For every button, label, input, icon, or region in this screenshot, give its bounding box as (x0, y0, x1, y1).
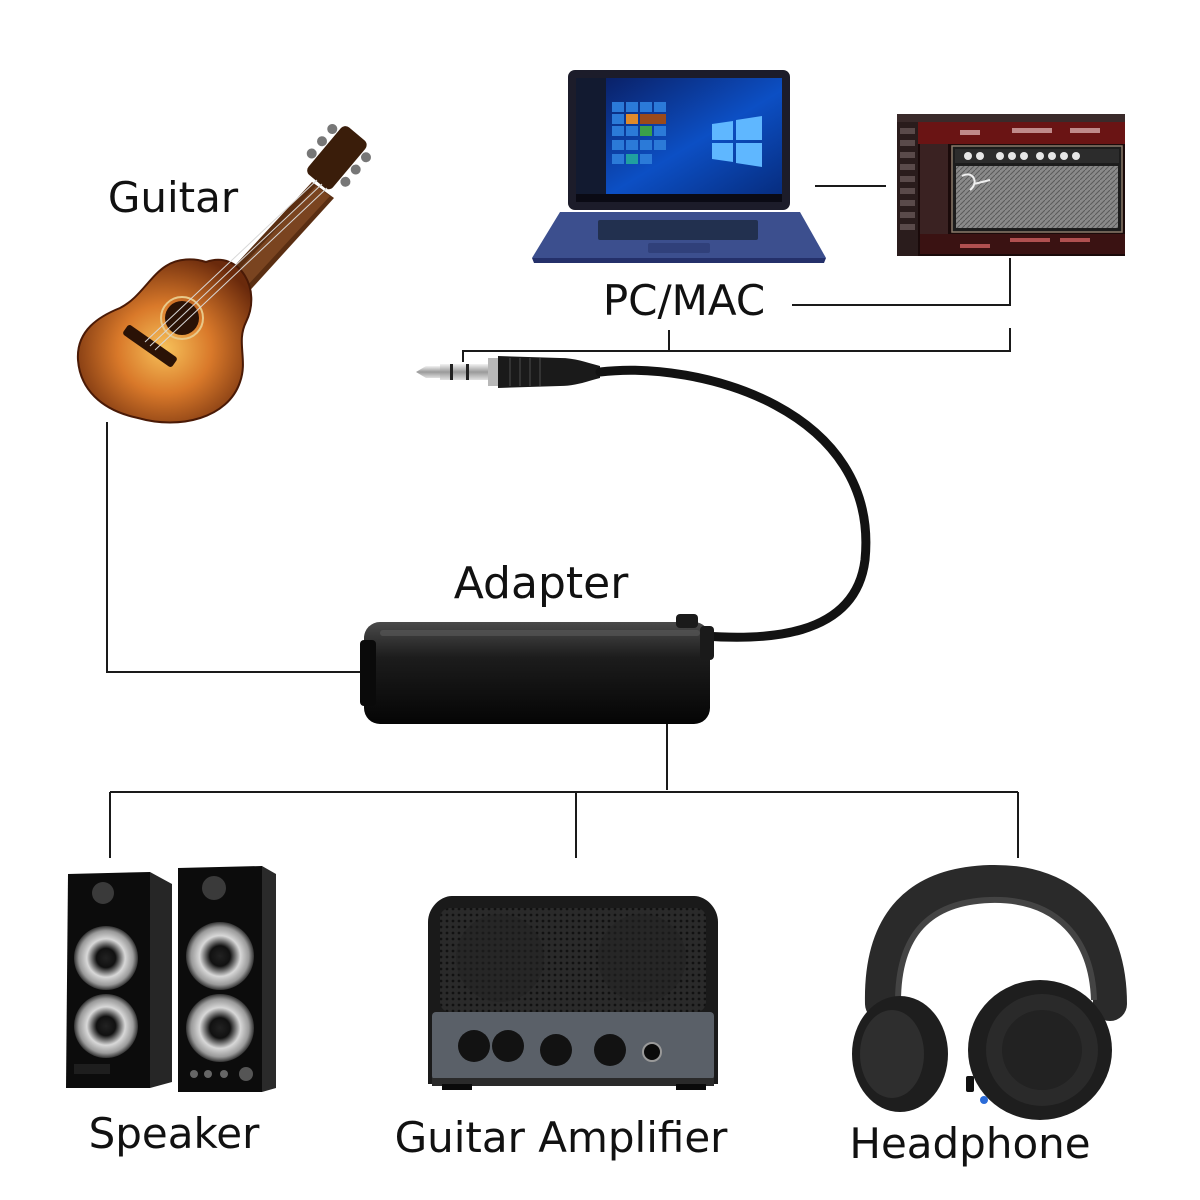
guitar-amplifier-label: Guitar Amplifier (395, 1113, 729, 1162)
guitar-icon (76, 124, 371, 424)
adapter-label: Adapter (454, 558, 629, 609)
amp-software-screen-icon (897, 114, 1125, 256)
output-bus (109, 791, 1019, 858)
connection-lines (106, 185, 1019, 858)
windows-logo-icon (712, 116, 762, 167)
software-pc-wire (792, 258, 1011, 306)
interface-adapter-icon (360, 614, 714, 724)
laptop-icon (532, 70, 826, 263)
guitar-wire (106, 422, 362, 673)
guitar-label: Guitar (108, 173, 239, 222)
guitar-amplifier-icon (428, 896, 718, 1090)
pc-plug-bracket (462, 328, 1011, 362)
speaker-label: Speaker (89, 1109, 261, 1158)
pc-mac-label: PC/MAC (603, 276, 765, 325)
speaker-pair-icon (66, 866, 276, 1092)
audio-jack-plug-icon (416, 356, 871, 642)
headphone-label: Headphone (849, 1119, 1090, 1168)
headphone-icon (852, 864, 1127, 1120)
